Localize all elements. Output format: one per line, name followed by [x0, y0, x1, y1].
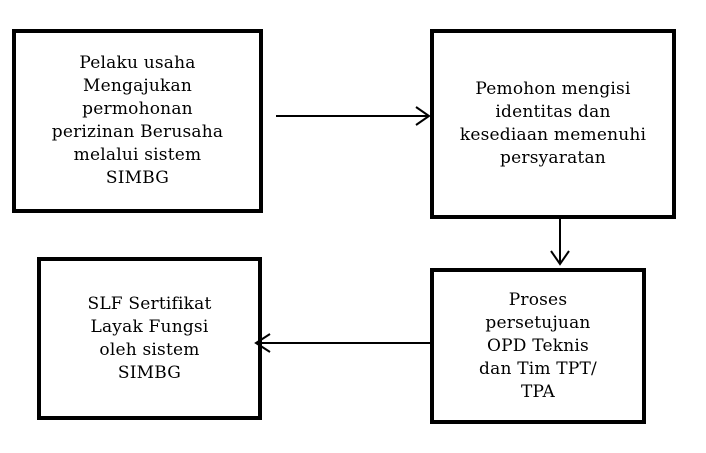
step-proses-persetujuan-box: Proses persetujuan OPD Teknis dan Tim TP…: [430, 268, 646, 424]
arrow-step1-to-step2-right: [276, 106, 431, 126]
step-pelaku-usaha-box: Pelaku usaha Mengajukan permohonan periz…: [12, 29, 263, 213]
step-pemohon-identitas-box: Pemohon mengisi identitas dan kesediaan …: [430, 29, 676, 219]
arrow-step2-to-step3-down: [550, 219, 570, 266]
arrow-step3-to-step4-left: [254, 333, 430, 353]
step-slf-sertifikat-box: SLF Sertifikat Layak Fungsi oleh sistem …: [37, 257, 262, 420]
